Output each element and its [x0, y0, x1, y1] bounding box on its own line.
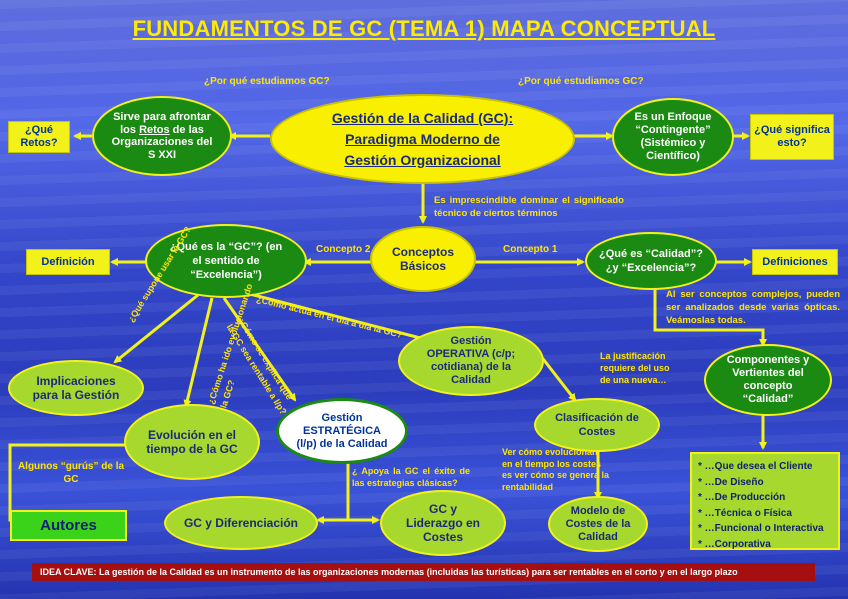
retos-box: ¿Qué Retos?	[8, 121, 70, 153]
list-item: * …Funcional o Interactiva	[698, 523, 824, 534]
modelo-text: Modelo de Costes de la Calidad	[565, 504, 631, 543]
implicaciones-text: Implicaciones para la Gestión	[32, 374, 120, 402]
list-item: * …De Diseño	[698, 476, 764, 488]
node-liderazgo: GC y Liderazgo en Costes	[380, 490, 506, 556]
main-line-3: Gestión Organizacional	[344, 151, 501, 168]
label-concepto-2: Concepto 2	[316, 244, 371, 255]
list-item: * …De Producción	[698, 492, 786, 503]
definiciones-box: Definiciones	[752, 249, 838, 275]
main-line-1: Gestión de la Calidad (GC):	[331, 109, 514, 126]
label-gurus: Algunos “gurús” de la GC	[17, 461, 125, 485]
arrow-gc-operativa	[249, 292, 430, 343]
label-concepto-1: Concepto 1	[503, 244, 558, 255]
definicion-box: Definición	[26, 249, 110, 275]
node-enfoque: Es un Enfoque “Contingente” (Sistémico y…	[612, 98, 734, 176]
node-sirve: Sirve para afrontar los Retos de las Org…	[92, 96, 232, 176]
node-conceptos-basicos: Conceptos Básicos	[370, 226, 476, 292]
arrow-operativa-clasificacion	[538, 354, 577, 402]
arrow-estrategica-diferenciacion	[316, 460, 350, 524]
liderazgo-text: GC y Liderazgo en Costes	[405, 502, 480, 544]
label-apoya: ¿ Apoya la GC el éxito de las estrategia…	[352, 466, 470, 488]
node-evolucion: Evolución en el tiempo de la GC	[124, 404, 260, 480]
que-es-gc-text: ¿Qué es la “GC”? (en el sentido de “Exce…	[169, 241, 283, 281]
node-gestion-operativa: Gestión OPERATIVA (c/p; cotidiana) de la…	[398, 326, 544, 396]
estrategica-text: Gestión ESTRATÉGICA (l/p) de la Calidad	[296, 411, 388, 450]
enfoque-text: Es un Enfoque “Contingente” (Sistémico y…	[634, 111, 712, 162]
node-modelo-costes: Modelo de Costes de la Calidad	[548, 496, 648, 552]
node-que-es-gc: ¿Qué es la “GC”? (en el sentido de “Exce…	[145, 224, 307, 298]
label-justificacion: La justificación requiere del uso de una…	[600, 351, 670, 385]
list-item: * …Corporativa	[698, 538, 771, 550]
node-diferenciacion: GC y Diferenciación	[164, 496, 318, 550]
arrow-gc-estrategica	[222, 297, 297, 402]
arrow-gc-implicaciones	[113, 293, 199, 364]
clasificacion-text: Clasificación de Costes	[555, 412, 639, 438]
arrow-gc-evolucion	[183, 297, 214, 408]
vertientes-list: * …Que desea el Cliente * …De Diseño * ……	[690, 452, 840, 550]
main-line-2: Paradigma Moderno de	[345, 130, 500, 147]
componentes-text: Componentes y Vertientes del concepto “C…	[726, 354, 810, 405]
node-clasificacion-costes: Clasificación de Costes	[534, 398, 660, 452]
node-que-es-calidad: ¿Qué es “Calidad”? ¿y “Excelencia”?	[585, 232, 717, 290]
page-title: FUNDAMENTOS DE GC (TEMA 1) MAPA CONCEPTU…	[132, 16, 716, 41]
diferenciacion-text: GC y Diferenciación	[183, 516, 299, 530]
label-por-que-right: ¿Por qué estudiamos GC?	[518, 76, 644, 87]
node-componentes: Componentes y Vertientes del concepto “C…	[704, 344, 832, 416]
label-por-que-left: ¿Por qué estudiamos GC?	[204, 76, 330, 87]
operativa-text: Gestión OPERATIVA (c/p; cotidiana) de la…	[426, 335, 516, 386]
node-gestion-estrategica: Gestión ESTRATÉGICA (l/p) de la Calidad	[276, 398, 408, 464]
autores-box: Autores	[10, 510, 127, 541]
significa-box: ¿Qué significa esto?	[750, 114, 834, 160]
node-implicaciones: Implicaciones para la Gestión	[8, 360, 144, 416]
idea-clave-banner: IDEA CLAVE: La gestión de la Calidad es …	[32, 563, 815, 581]
node-main-gestion-calidad: Gestión de la Calidad (GC): Paradigma Mo…	[270, 94, 575, 184]
list-item: * …Que desea el Cliente	[698, 461, 813, 472]
arrow-calidad-componentes	[653, 284, 767, 347]
que-es-calidad-text: ¿Qué es “Calidad”? ¿y “Excelencia”?	[599, 248, 703, 274]
label-imprescindible: Es imprescindible dominar el significado…	[434, 195, 624, 219]
conceptos-text: Conceptos Básicos	[391, 245, 454, 273]
label-ver-como: Ver cómo evolucionan en el tiempo los co…	[502, 447, 610, 492]
evolucion-text: Evolución en el tiempo de la GC	[146, 428, 238, 456]
label-al-ser: Al ser conceptos complejos, pueden ser a…	[666, 289, 840, 326]
list-item: * …Técnica o Física	[698, 507, 792, 519]
